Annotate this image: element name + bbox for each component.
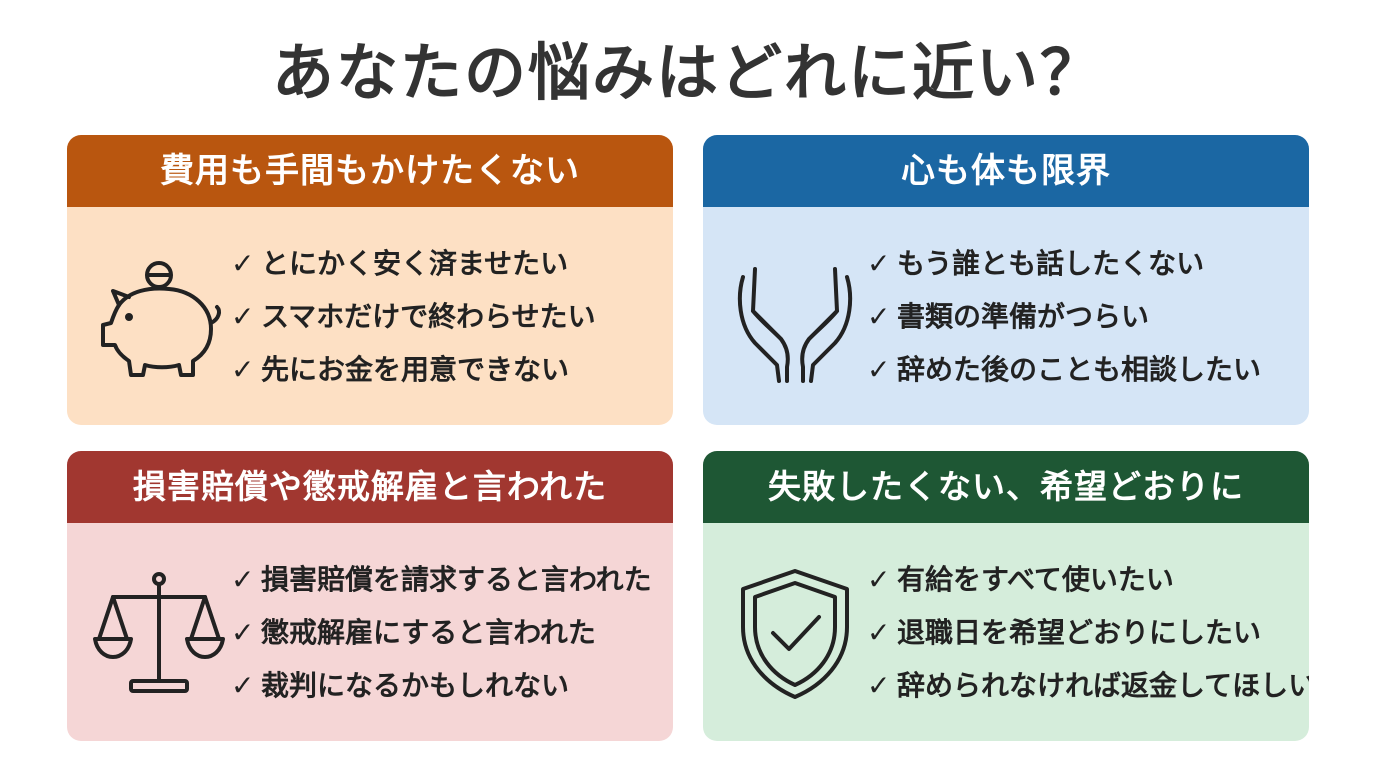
concern-card-cost[interactable]: 費用も手間もかけたくない ✓とにかく安く済ませたい ✓スマホだけで終わらせたい … xyxy=(67,135,673,425)
check-icon: ✓ xyxy=(231,353,255,386)
list-item: ✓裁判になるかもしれない xyxy=(231,659,652,712)
check-icon: ✓ xyxy=(867,563,891,596)
check-icon: ✓ xyxy=(231,563,255,596)
card-body: ✓もう誰とも話したくない ✓書類の準備がつらい ✓辞めた後のことも相談したい xyxy=(703,207,1309,425)
check-icon: ✓ xyxy=(231,616,255,649)
check-icon: ✓ xyxy=(867,616,891,649)
check-icon: ✓ xyxy=(867,669,891,702)
caring-hands-icon xyxy=(725,247,865,387)
piggy-bank-icon xyxy=(89,247,229,387)
check-icon: ✓ xyxy=(231,247,255,280)
check-icon: ✓ xyxy=(231,669,255,702)
check-icon: ✓ xyxy=(231,300,255,333)
list-item: ✓有給をすべて使いたい xyxy=(867,553,1309,606)
concern-card-damages[interactable]: 損害賠償や懲戒解雇と言われた ✓損害賠償を請求すると言われた ✓懲戒解雇にすると… xyxy=(67,451,673,741)
card-body: ✓損害賠償を請求すると言われた ✓懲戒解雇にすると言われた ✓裁判になるかもしれ… xyxy=(67,523,673,741)
list-item: ✓スマホだけで終わらせたい xyxy=(231,290,596,343)
check-icon: ✓ xyxy=(867,353,891,386)
list-item: ✓とにかく安く済ませたい xyxy=(231,237,596,290)
list-item: ✓辞められなければ返金してほしい xyxy=(867,659,1309,712)
card-header: 損害賠償や懲戒解雇と言われた xyxy=(67,451,673,523)
check-icon: ✓ xyxy=(867,247,891,280)
card-body: ✓有給をすべて使いたい ✓退職日を希望どおりにしたい ✓辞められなければ返金して… xyxy=(703,523,1309,741)
concern-card-no-failure[interactable]: 失敗したくない、希望どおりに ✓有給をすべて使いたい ✓退職日を希望どおりにした… xyxy=(703,451,1309,741)
list-item: ✓退職日を希望どおりにしたい xyxy=(867,606,1309,659)
check-icon: ✓ xyxy=(867,300,891,333)
list-item: ✓損害賠償を請求すると言われた xyxy=(231,553,652,606)
card-header: 費用も手間もかけたくない xyxy=(67,135,673,207)
concern-card-exhausted[interactable]: 心も体も限界 ✓もう誰とも話したくない ✓書類の準備がつらい ✓辞めた後のことも… xyxy=(703,135,1309,425)
list-item: ✓書類の準備がつらい xyxy=(867,290,1261,343)
card-header: 心も体も限界 xyxy=(703,135,1309,207)
list-item: ✓先にお金を用意できない xyxy=(231,343,596,396)
page-title: あなたの悩みはどれに近い？ xyxy=(271,36,1104,109)
list-item: ✓もう誰とも話したくない xyxy=(867,237,1261,290)
shield-check-icon xyxy=(725,563,865,703)
list-item: ✓懲戒解雇にすると言われた xyxy=(231,606,652,659)
card-header: 失敗したくない、希望どおりに xyxy=(703,451,1309,523)
scales-icon xyxy=(89,563,229,703)
card-body: ✓とにかく安く済ませたい ✓スマホだけで終わらせたい ✓先にお金を用意できない xyxy=(67,207,673,425)
list-item: ✓辞めた後のことも相談したい xyxy=(867,343,1261,396)
